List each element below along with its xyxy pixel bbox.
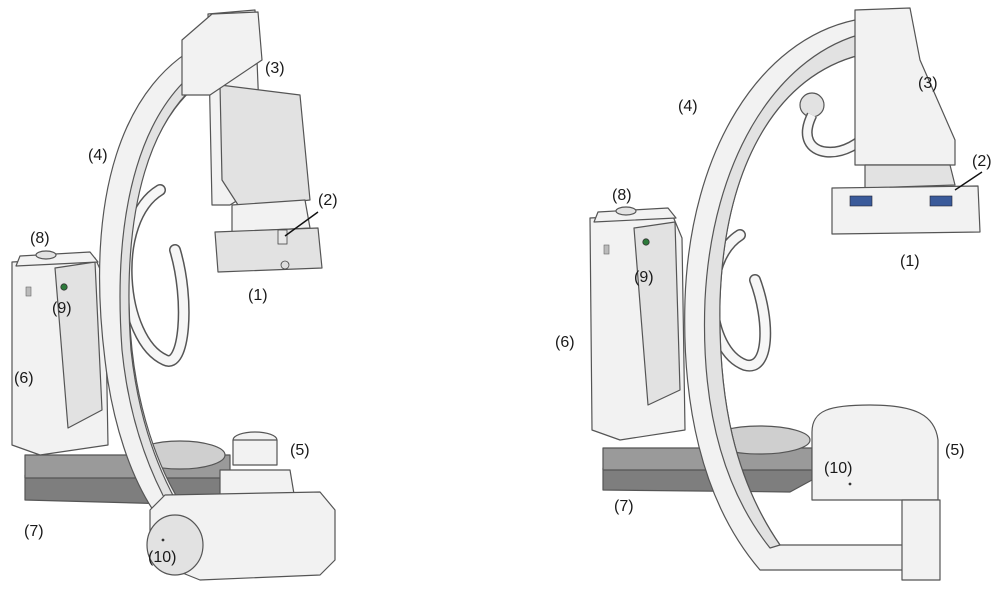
label-8-right: (8) <box>612 187 632 204</box>
stand-side-panel-left <box>54 261 103 429</box>
label-5-right: (5) <box>945 442 965 459</box>
label-5-left: (5) <box>290 442 310 459</box>
label-3-right: (3) <box>918 75 938 92</box>
label-6-right: (6) <box>555 334 575 351</box>
indicator-light-right <box>642 238 650 246</box>
c-arm-left-view: (1) (2) (3) (4) (5) (6) (7) (8) (9) (10) <box>11 9 338 581</box>
detector-housing-left <box>214 227 323 273</box>
label-7-right: (7) <box>614 498 634 515</box>
c-arm-right-view: (1) (2) (3) (4) (5) (6) (7) (8) (9) (10) <box>555 7 992 581</box>
control-knob-left <box>35 250 57 260</box>
detector-panel-right <box>831 185 981 235</box>
badge-right <box>603 244 610 255</box>
detector-neck-right <box>864 164 956 189</box>
c-arm-inner-rail-right <box>703 34 861 549</box>
label-2-right: (2) <box>972 153 992 170</box>
detector-top-block-left <box>181 11 263 96</box>
detector-arm-left <box>219 84 311 209</box>
detector-control-panel-left <box>277 229 288 245</box>
detector-head-left <box>231 199 311 233</box>
stand-top-cap-right <box>593 207 677 223</box>
detector-column-right <box>854 7 956 166</box>
detector-control-1-right <box>849 195 873 207</box>
label-3-left: (3) <box>265 60 285 77</box>
label-2-left: (2) <box>318 192 338 209</box>
label-1-right: (1) <box>900 253 920 270</box>
label-6-left: (6) <box>14 370 34 387</box>
badge-left <box>25 286 32 297</box>
tube-base-right <box>901 499 941 581</box>
tube-end-left <box>146 514 204 576</box>
stand-side-panel-right <box>633 221 681 406</box>
detector-control-2-right <box>929 195 953 207</box>
label-1-left: (1) <box>248 287 268 304</box>
label-10-left: (10) <box>148 549 176 566</box>
leader-line-2-left <box>284 211 319 237</box>
label-9-left: (9) <box>52 300 72 317</box>
tube-marker-left <box>161 538 165 542</box>
label-4-left: (4) <box>88 147 108 164</box>
tube-housing-right <box>811 404 939 501</box>
control-knob-right <box>615 206 637 216</box>
label-8-left: (8) <box>30 230 50 247</box>
leader-line-2-right <box>954 171 983 191</box>
label-4-right: (4) <box>678 98 698 115</box>
label-9-right: (9) <box>634 269 654 286</box>
tube-top-left <box>232 439 278 466</box>
label-7-left: (7) <box>24 523 44 540</box>
label-10-right: (10) <box>824 460 852 477</box>
detector-button-left <box>280 260 290 270</box>
indicator-light-left <box>60 283 68 291</box>
tube-marker-right <box>848 482 852 486</box>
cable-connector-1-right <box>799 92 825 118</box>
